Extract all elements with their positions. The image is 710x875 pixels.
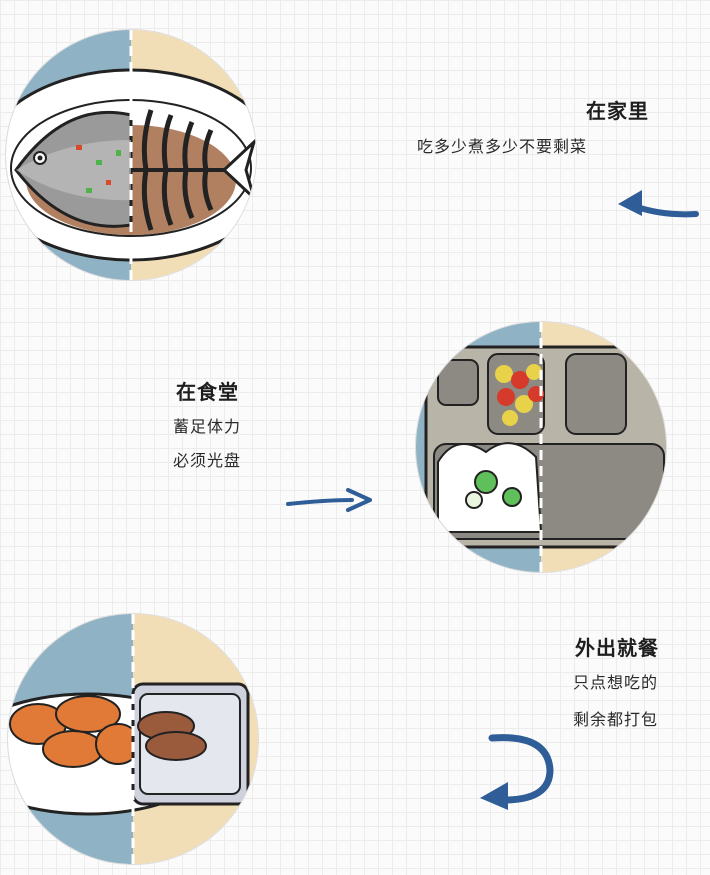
fish-plate-illustration [6, 30, 256, 280]
canteen-tray-illustration [416, 322, 666, 572]
section-text-dining-out-1: 只点想吃的 [573, 673, 659, 692]
right-arrow-icon [286, 488, 372, 512]
section-title-canteen: 在食堂 [176, 380, 239, 404]
takeout-box-illustration [8, 614, 258, 864]
section-text-canteen-2: 必须光盘 [173, 451, 242, 470]
section-text-canteen-1: 蓄足体力 [173, 417, 242, 436]
section-title-dining-out: 外出就餐 [575, 636, 659, 660]
section-text-dining-out-2: 剩余都打包 [573, 710, 659, 729]
section-text-home: 吃多少煮多少不要剩菜 [417, 137, 588, 156]
u-turn-arrow-icon [480, 734, 554, 810]
curved-left-arrow-icon [618, 190, 699, 218]
section-title-home: 在家里 [586, 99, 649, 123]
